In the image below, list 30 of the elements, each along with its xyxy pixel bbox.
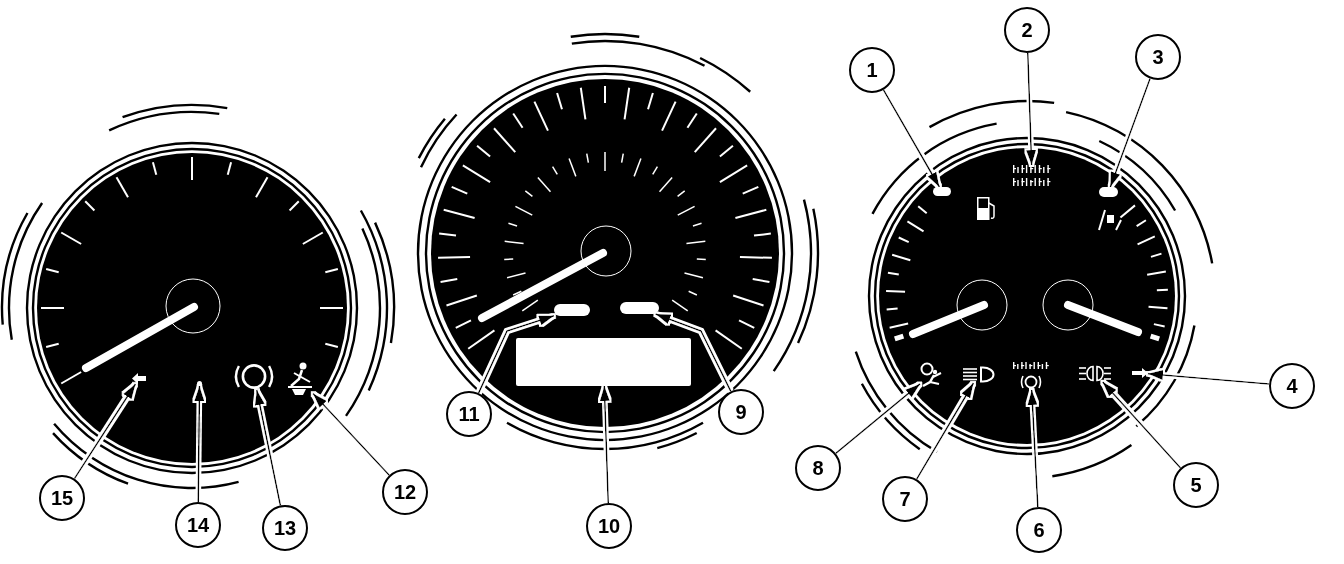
callout-number: 13 [262, 505, 308, 551]
indicator-lamp-icon [620, 302, 659, 314]
callout-number: 10 [586, 503, 632, 549]
callout-number: 8 [795, 445, 841, 491]
warning-lamp-icon [1012, 165, 1052, 188]
headlight-icon [962, 366, 995, 383]
callout-number: 4 [1269, 363, 1315, 409]
indicator-dot-icon [197, 381, 202, 386]
callout-number: 7 [882, 476, 928, 522]
callout-number: 2 [1004, 7, 1050, 53]
callout-number: 12 [382, 469, 428, 515]
callout-number: 5 [1173, 462, 1219, 508]
indicator-lamp-icon [933, 187, 951, 196]
callout-number: 15 [39, 475, 85, 521]
turn-arrow-icon [132, 373, 146, 384]
callout-number: 6 [1016, 507, 1062, 553]
indicator-lamp-icon [1099, 187, 1118, 197]
indicator-lamp-icon [554, 304, 590, 316]
brake-warning-icon [1012, 362, 1050, 390]
callout-number: 11 [446, 391, 492, 437]
brake-warning-icon [233, 363, 275, 390]
turn-arrow-icon [1132, 368, 1148, 378]
callout-number: 14 [175, 502, 221, 548]
seatbelt-icon [285, 362, 313, 395]
callout-number: 3 [1135, 34, 1181, 80]
fog-lamp-icon [1078, 365, 1112, 382]
display-window [516, 338, 691, 386]
callout-number: 1 [849, 47, 895, 93]
airbag-icon [920, 362, 943, 387]
callout-number: 9 [718, 389, 764, 435]
